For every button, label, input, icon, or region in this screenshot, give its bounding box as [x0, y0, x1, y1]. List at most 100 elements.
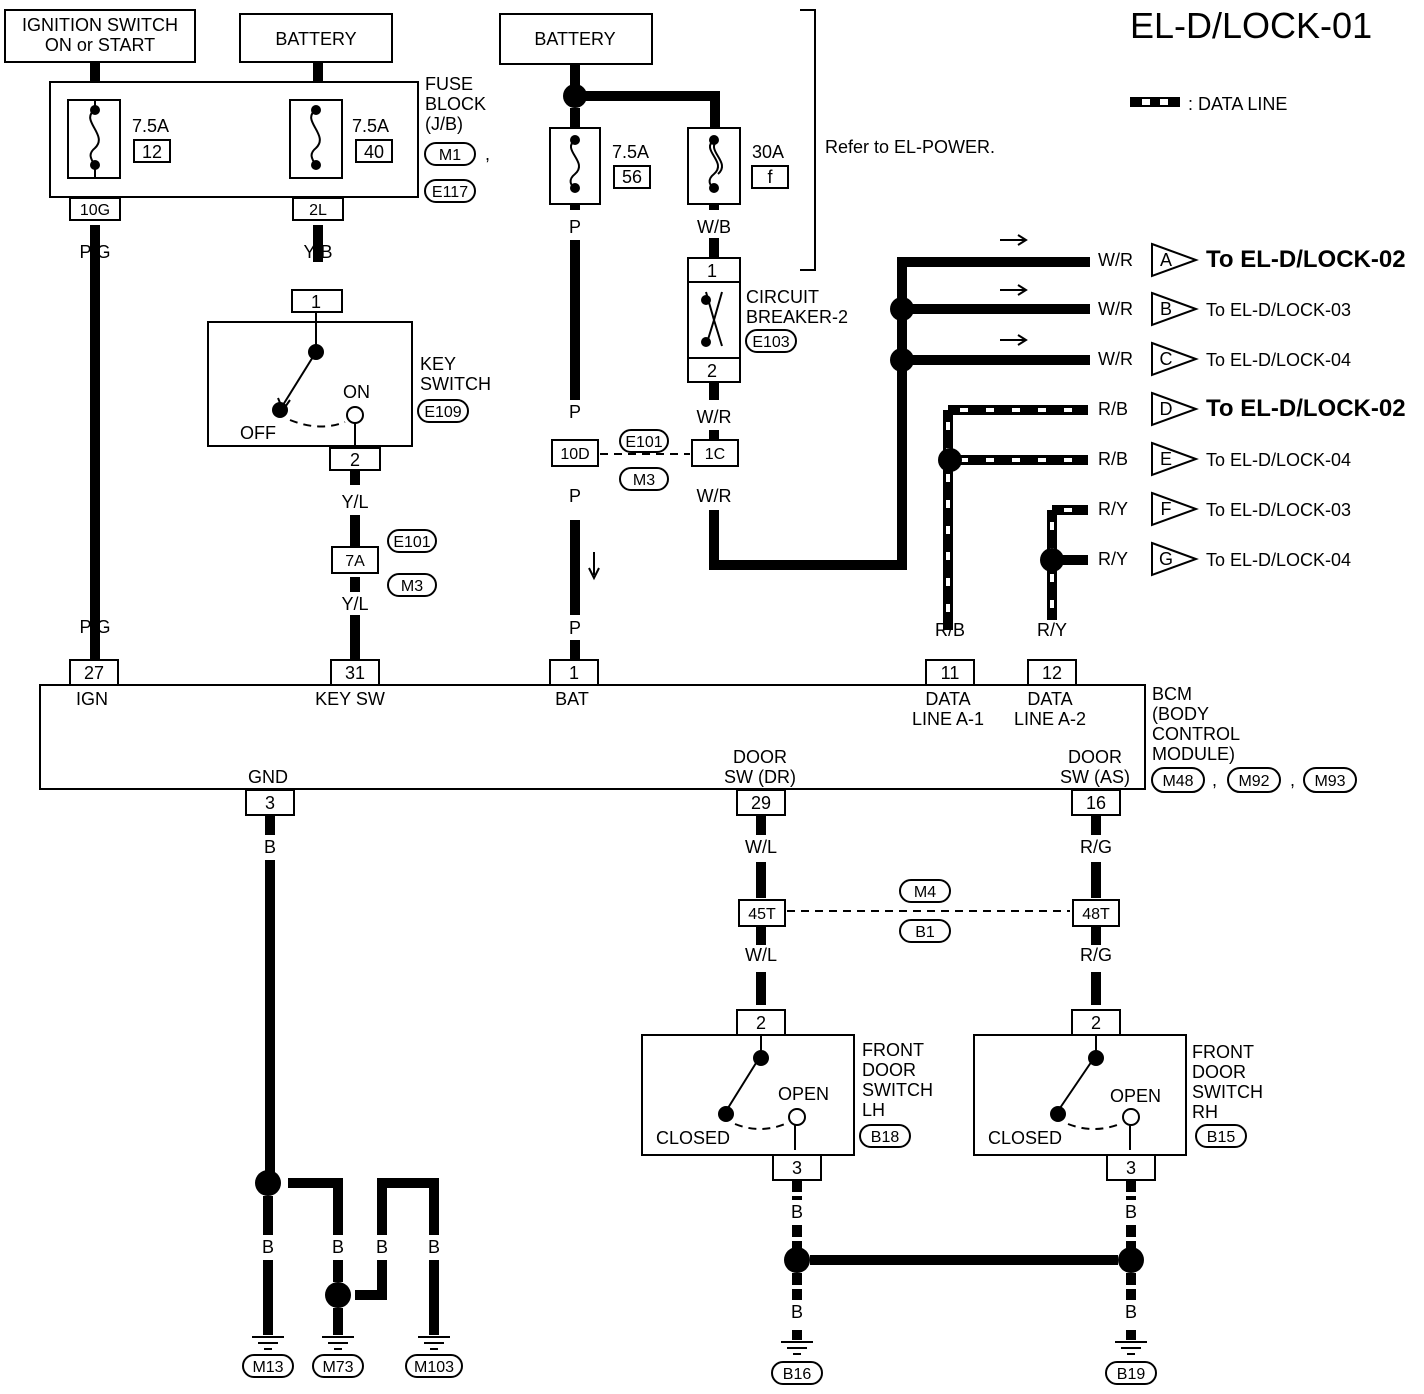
bcm-label: MODULE)	[1152, 744, 1235, 764]
wire-label: R/G	[1080, 837, 1112, 857]
ground-m13: M13	[242, 1336, 294, 1378]
ground-label: B16	[783, 1366, 812, 1383]
wire-label: R/Y	[1098, 499, 1128, 519]
arrow-connector	[1151, 242, 1199, 278]
ground-label: M13	[252, 1359, 283, 1376]
svg-text:,: ,	[1290, 770, 1295, 790]
fuse1-amp: 7.5A	[132, 116, 169, 136]
refer-note: Refer to EL-POWER.	[825, 137, 995, 157]
pin-number: 16	[1086, 793, 1106, 813]
terminal: 2	[756, 1013, 766, 1033]
terminal: 2	[350, 450, 360, 470]
wire-label: P	[569, 486, 581, 506]
pin-label: DOOR	[733, 747, 787, 767]
wire-label: B	[262, 1237, 274, 1257]
fuse1-no: 12	[142, 142, 162, 162]
fuse3-no: 56	[622, 167, 642, 187]
connector-m4: M4	[914, 884, 936, 901]
bcm-pin-bat: 1 BAT	[549, 659, 599, 709]
wire-label: B	[1125, 1302, 1137, 1322]
wire-label: B	[264, 837, 276, 857]
open-label: OPEN	[1110, 1086, 1161, 1106]
pin-label: KEY SW	[315, 689, 385, 709]
connector-e101: E101	[625, 434, 662, 451]
door-switch-lh	[641, 1034, 855, 1156]
fuse2-amp: 7.5A	[352, 116, 389, 136]
bcm-pin-door-dr: DOOR SW (DR) 29	[724, 747, 796, 816]
bcm-pin-door-as: DOOR SW (AS) 16	[1060, 747, 1130, 816]
pin-label: IGN	[76, 689, 108, 709]
bcm-pin-ign: 27 IGN	[69, 659, 119, 709]
closed-label: CLOSED	[656, 1128, 730, 1148]
pin-number: 31	[345, 663, 365, 683]
battery-label-2: BATTERY	[534, 29, 615, 49]
wire-label: W/L	[745, 837, 777, 857]
joint-1c: 1C	[705, 446, 725, 463]
wire-label: P	[569, 402, 581, 422]
wire-label: R/Y	[1037, 620, 1067, 640]
arrow-connector	[1151, 541, 1199, 577]
terminal: 3	[1126, 1158, 1136, 1178]
bcm-pin-dl2: 12 DATA LINE A-2	[1014, 659, 1086, 729]
ground-label: B19	[1117, 1366, 1146, 1383]
bcm-label: BCM	[1152, 684, 1192, 704]
door-rh-label: FRONT	[1192, 1042, 1254, 1062]
pin-label: DATA	[1027, 689, 1072, 709]
wire-label: R/B	[1098, 399, 1128, 419]
bcm-label: (BODY	[1152, 704, 1209, 724]
cb-label: CIRCUIT	[746, 287, 819, 307]
pin-number: 27	[84, 663, 104, 683]
terminal-2l: 2L	[309, 202, 327, 219]
open-label: OPEN	[778, 1084, 829, 1104]
fuse3-amp: 7.5A	[612, 142, 649, 162]
wire-label: W/B	[697, 217, 731, 237]
arrow-connector	[1151, 291, 1199, 327]
connector-m93: M93	[1314, 773, 1345, 790]
destination-label: To EL-D/LOCK-02	[1206, 395, 1406, 422]
fuse-block-label: (J/B)	[425, 114, 463, 134]
wire-label: P/G	[79, 617, 110, 637]
terminal: 2	[1091, 1013, 1101, 1033]
door-lh-label: SWITCH	[862, 1080, 933, 1100]
svg-text:,: ,	[1212, 770, 1217, 790]
wire-label: B	[332, 1237, 344, 1257]
fuse4-amp: 30A	[752, 142, 784, 162]
fuse4-no: f	[767, 167, 773, 187]
pin-label: SW (DR)	[724, 767, 796, 787]
wire-label: R/B	[1098, 449, 1128, 469]
pin-label: DATA	[925, 689, 970, 709]
wire-wr	[709, 257, 1090, 570]
connector-m1: M1	[439, 147, 461, 164]
ground-label: M103	[414, 1359, 454, 1376]
battery-label-1: BATTERY	[275, 29, 356, 49]
wire-label: B	[428, 1237, 440, 1257]
destination-label: To EL-D/LOCK-03	[1206, 500, 1351, 520]
connector-letter: E	[1160, 449, 1172, 469]
key-switch	[207, 321, 413, 447]
wire-label: W/R	[697, 486, 732, 506]
battery-box-1	[239, 13, 393, 63]
on-label: ON	[343, 382, 370, 402]
wire-label: R/B	[935, 620, 965, 640]
connector-letter: A	[1160, 250, 1172, 270]
door-switch-rh	[973, 1034, 1187, 1156]
bcm-label: CONTROL	[1152, 724, 1240, 744]
pin-number: 3	[265, 793, 275, 813]
bcm-pin-gnd: GND 3	[245, 767, 295, 816]
destination-label: To EL-D/LOCK-04	[1206, 550, 1351, 570]
destination-label: To EL-D/LOCK-04	[1206, 350, 1351, 370]
connector-e109: E109	[424, 404, 461, 421]
page-title: EL-D/LOCK-01	[1130, 5, 1372, 46]
data-line-rb	[938, 405, 1088, 630]
wire-label: Y/B	[303, 242, 332, 262]
pin-label: BAT	[555, 689, 589, 709]
off-label: OFF	[240, 423, 276, 443]
pin-number: 12	[1042, 663, 1062, 683]
door-rh-label: DOOR	[1192, 1062, 1246, 1082]
